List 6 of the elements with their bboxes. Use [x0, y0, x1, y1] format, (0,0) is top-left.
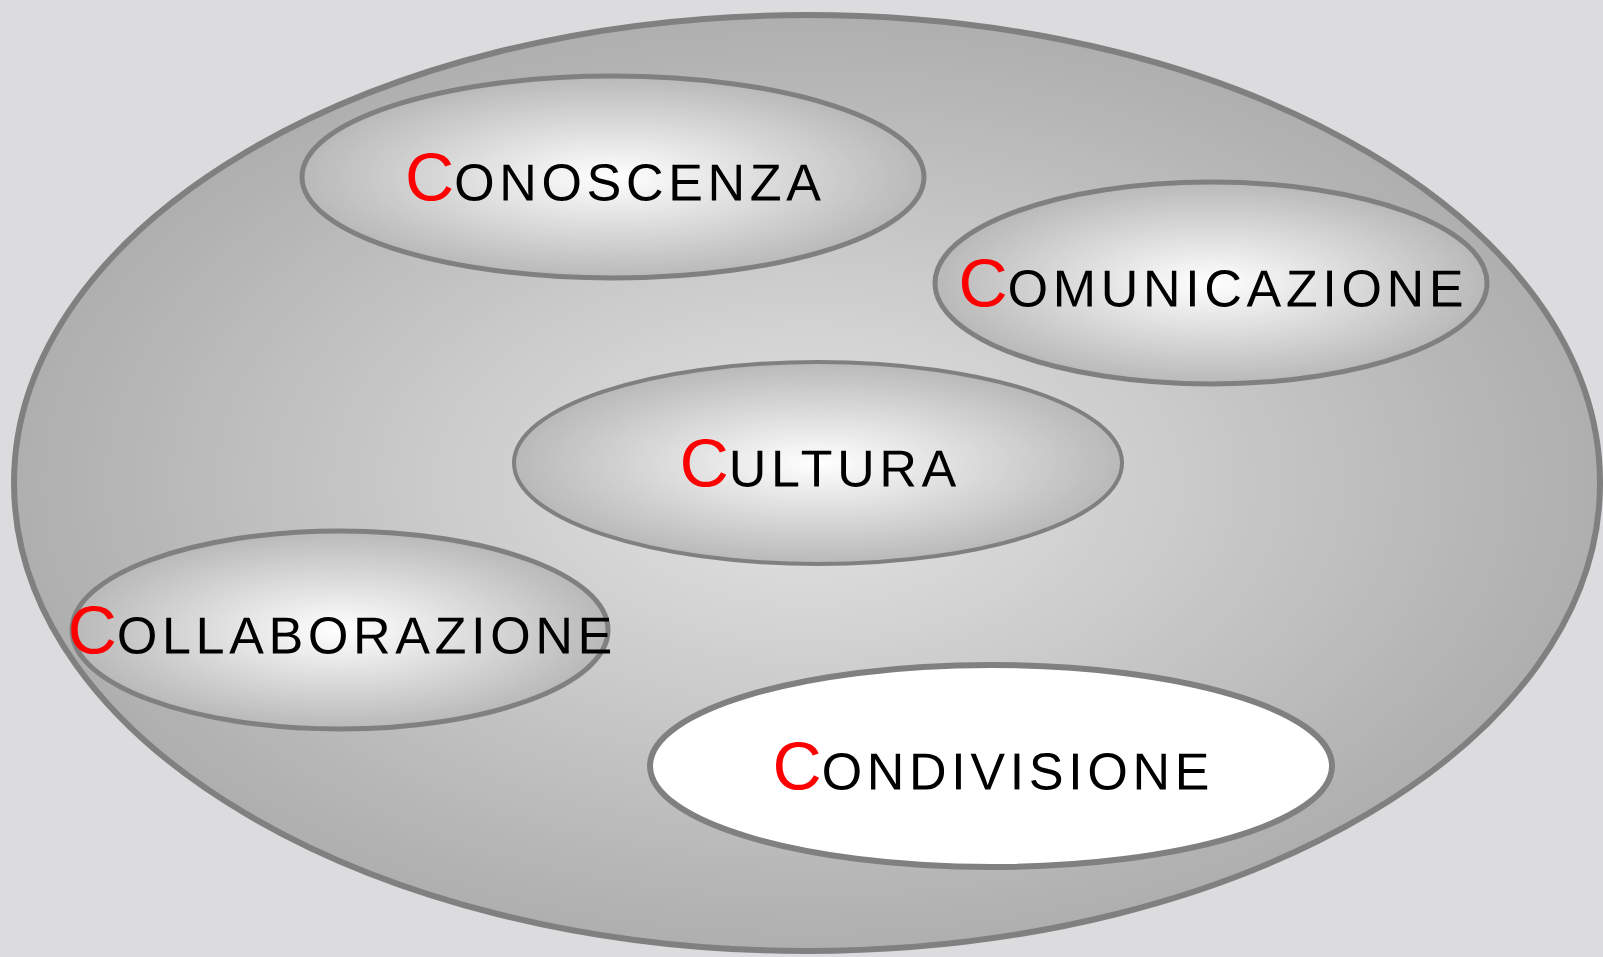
ellipse-label: CONDIVISIONE	[647, 662, 1335, 870]
ellipse-label: CULTURA	[512, 360, 1124, 566]
ellipse-label: COLLABORAZIONE	[69, 528, 611, 732]
ellipse-label: CONOSCENZA	[299, 73, 927, 281]
ellipse-label: COMUNICAZIONE	[932, 179, 1490, 387]
ellipse-drawing	[11, 12, 1603, 954]
